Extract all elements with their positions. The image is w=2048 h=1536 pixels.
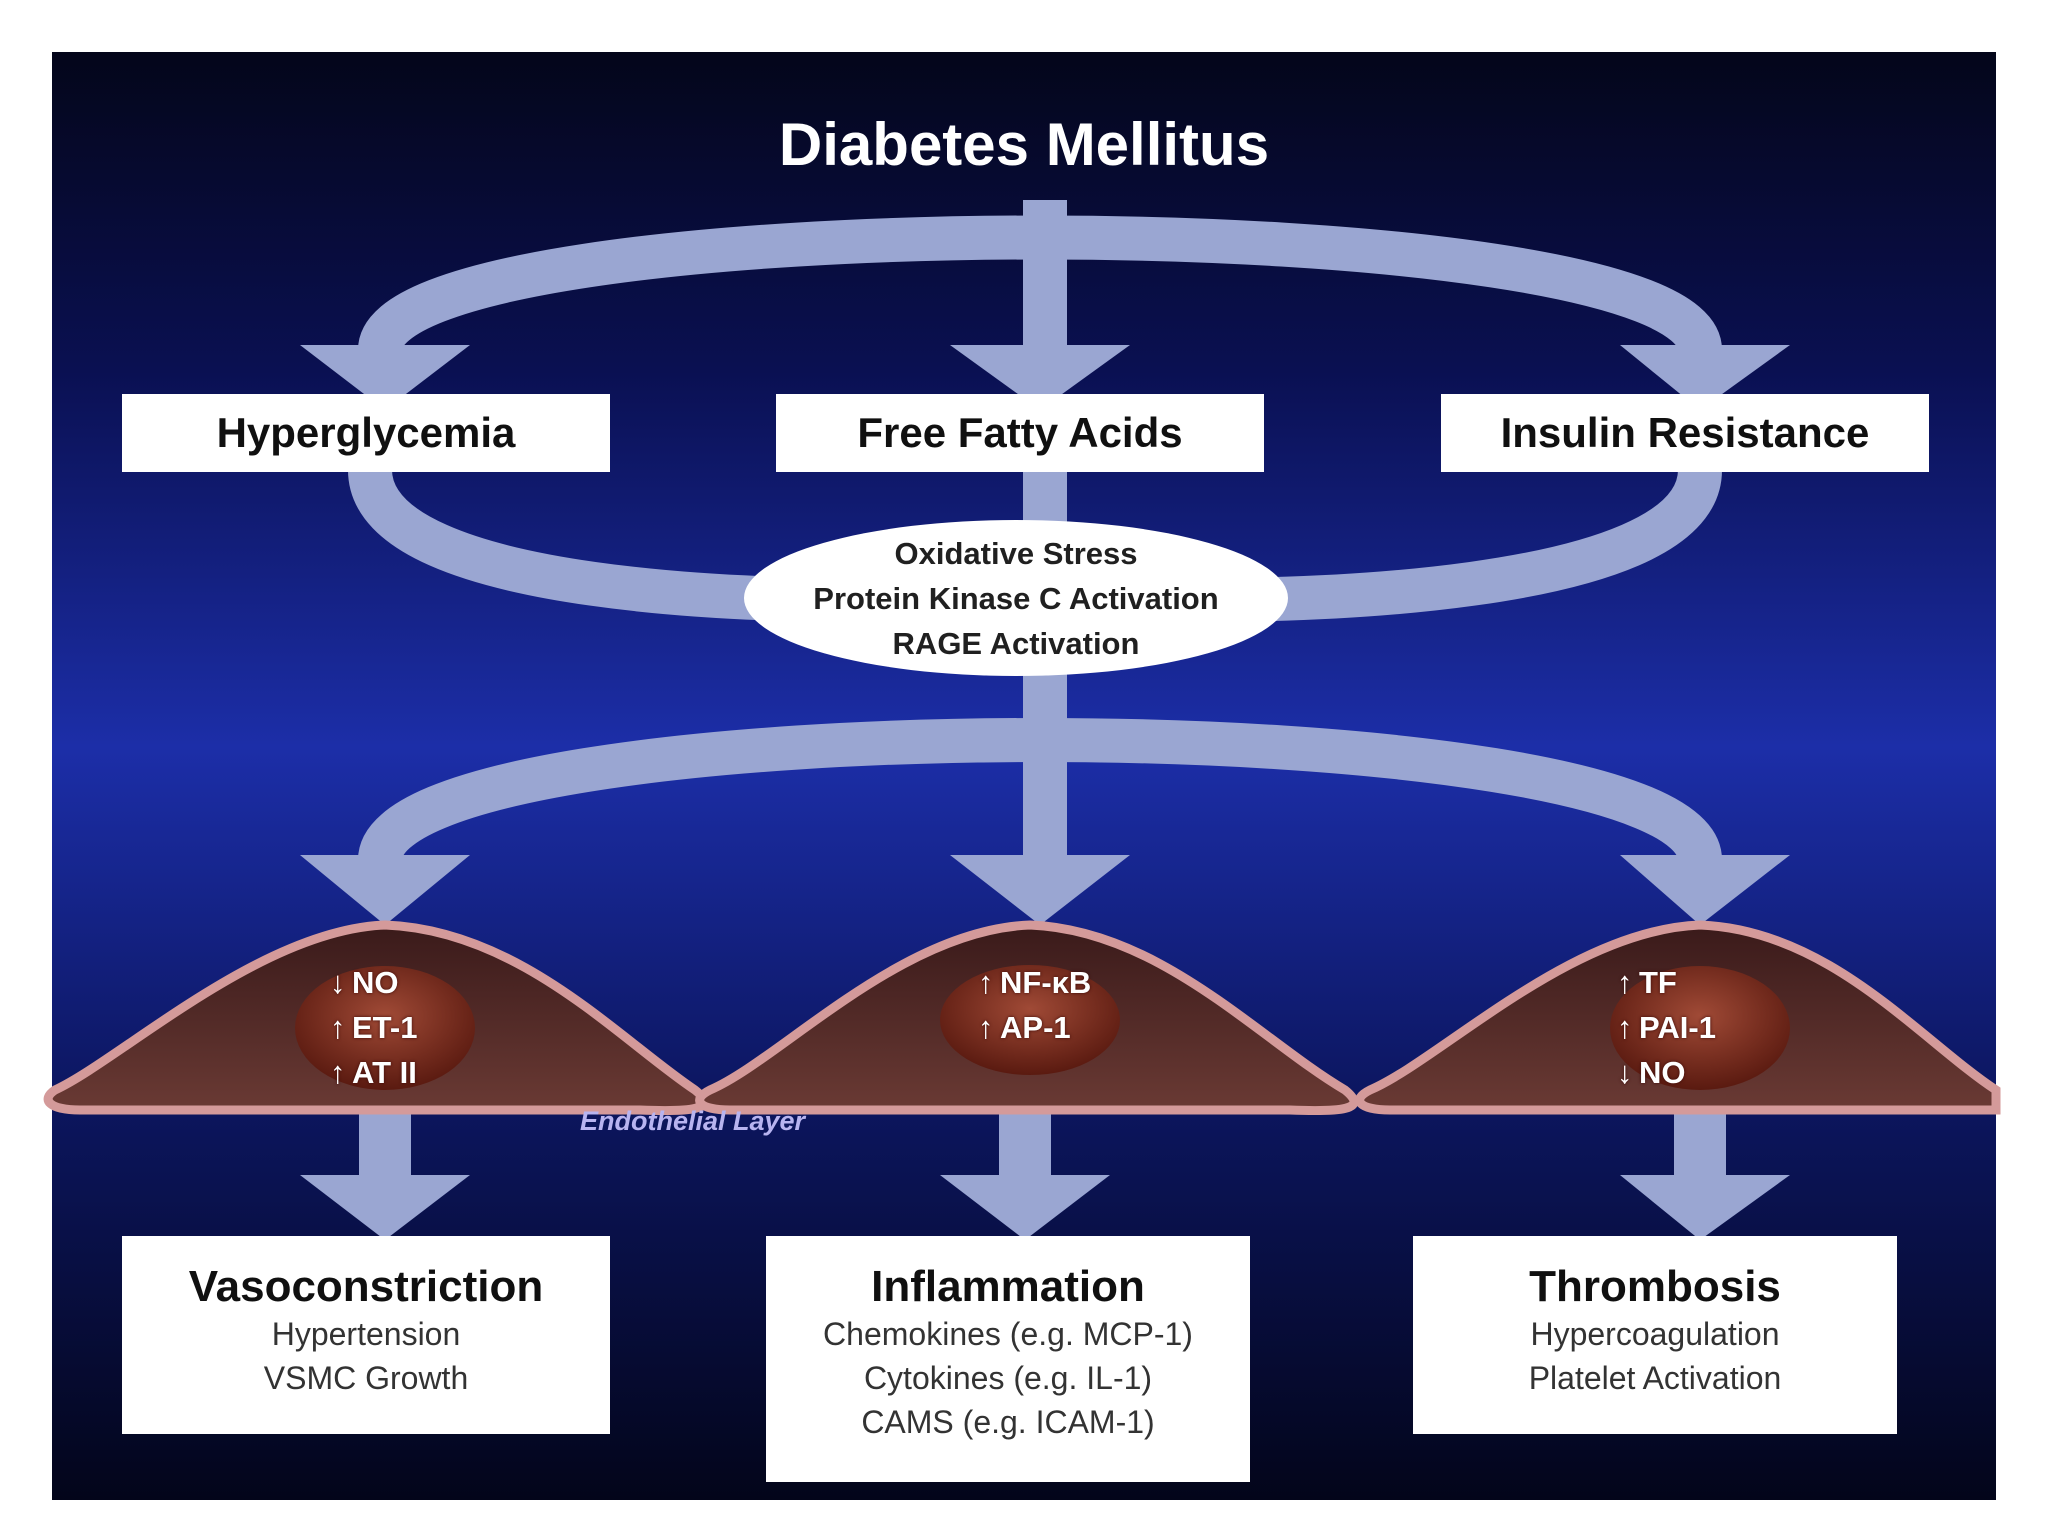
diagram-title: Diabetes Mellitus: [778, 111, 1270, 178]
arrowhead-6: [1620, 855, 1790, 925]
marker-et1-up: ↑ET-1: [330, 1010, 418, 1045]
nucleus-2: [940, 965, 1120, 1075]
nucleus-3: [1610, 966, 1790, 1090]
nucleus-1: [295, 966, 475, 1090]
pathway-pkc-activation: Protein Kinase C Activation: [813, 581, 1219, 616]
marker-ap1-up: ↑AP-1: [978, 1010, 1071, 1045]
mechanism-hyperglycemia: Hyperglycemia: [122, 394, 610, 472]
cell-2-markers: ↑NF-κB ↑AP-1: [978, 960, 1091, 1050]
outcome-item: Hypercoagulation: [1530, 1316, 1780, 1352]
marker-no-down: ↓NO: [330, 965, 399, 1000]
cell-1-markers: ↓NO ↑ET-1 ↑AT II: [330, 960, 417, 1095]
arrowhead-9: [1620, 1175, 1790, 1240]
arrowhead-1: [300, 345, 470, 410]
outcome-item: VSMC Growth: [263, 1360, 469, 1396]
outcome-item: Hypertension: [271, 1316, 461, 1352]
mechanism-free-fatty-acids: Free Fatty Acids: [776, 394, 1264, 472]
arrowhead-2: [950, 345, 1130, 410]
pathway-rage-activation: RAGE Activation: [892, 626, 1140, 661]
endothelial-layer-label: Endothelial Layer: [580, 1106, 806, 1136]
arrowhead-5: [950, 855, 1130, 925]
marker-nfkb-up: ↑NF-κB: [978, 965, 1092, 1000]
arrowhead-8: [940, 1175, 1110, 1240]
cell-3-markers: ↑TF ↑PAI-1 ↓NO: [1617, 960, 1716, 1095]
outcome-vasoconstriction: Vasoconstriction Hypertension VSMC Growt…: [122, 1236, 610, 1434]
pathway-oxidative-stress: Oxidative Stress: [894, 536, 1138, 571]
outcome-heading: Vasoconstriction: [188, 1262, 544, 1311]
endothelial-cells: [43, 920, 2001, 1116]
outcome-item: Cytokines (e.g. IL-1): [863, 1360, 1153, 1396]
outcome-inflammation: Inflammation Chemokines (e.g. MCP-1) Cyt…: [766, 1236, 1250, 1482]
outcome-item: Platelet Activation: [1528, 1360, 1782, 1396]
outcome-item: Chemokines (e.g. MCP-1): [823, 1316, 1193, 1352]
mechanism-insulin-resistance: Insulin Resistance: [1441, 394, 1929, 472]
arrowhead-3: [1620, 345, 1790, 410]
marker-pai1-up: ↑PAI-1: [1617, 1010, 1716, 1045]
marker-at2-up: ↑AT II: [330, 1055, 417, 1090]
arrowhead-7: [300, 1175, 470, 1240]
outcome-thrombosis: Thrombosis Hypercoagulation Platelet Act…: [1413, 1236, 1897, 1434]
marker-no-down: ↓NO: [1617, 1055, 1686, 1090]
arrowhead-4: [300, 855, 470, 925]
outcome-item: CAMS (e.g. ICAM-1): [861, 1404, 1155, 1440]
pathway-oval: Oxidative Stress Protein Kinase C Activa…: [744, 520, 1288, 676]
outcome-heading: Thrombosis: [1529, 1262, 1781, 1311]
marker-tf-up: ↑TF: [1617, 965, 1677, 1000]
outcome-heading: Inflammation: [871, 1262, 1145, 1311]
